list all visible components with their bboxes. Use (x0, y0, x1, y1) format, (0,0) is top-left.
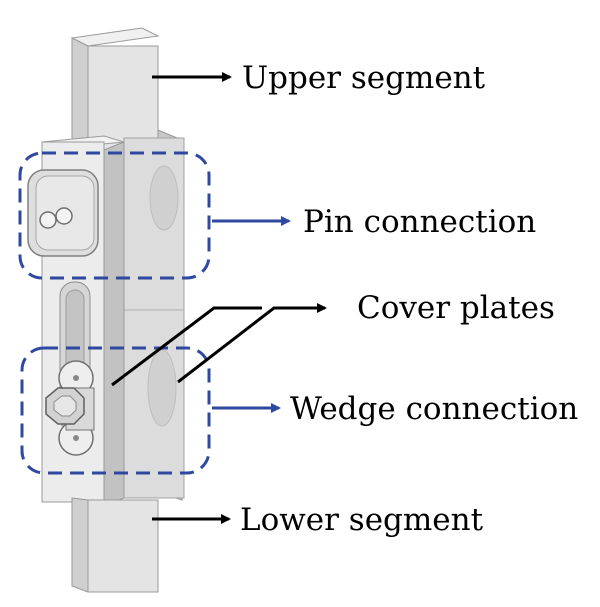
side-plate (103, 141, 125, 507)
rear-cover-plate (123, 129, 185, 501)
lower-segment (71, 497, 159, 593)
pin-connection-label: Pin connection (303, 204, 537, 240)
wedge-assembly (45, 360, 95, 456)
wedge-connection-outline (20, 346, 211, 475)
upper-segment-label: Upper segment (242, 60, 486, 96)
pin-plate (27, 169, 99, 257)
cover-plates-leader-front (111, 306, 262, 387)
upper-segment (70, 27, 160, 159)
wedge-connection-label: Wedge connection (290, 391, 579, 427)
lower-segment-label: Lower segment (240, 502, 484, 538)
cover-plates-leader-rear (177, 303, 327, 384)
cover-plates-label: Cover plates (357, 290, 555, 326)
pin-connection-outline (18, 151, 211, 280)
